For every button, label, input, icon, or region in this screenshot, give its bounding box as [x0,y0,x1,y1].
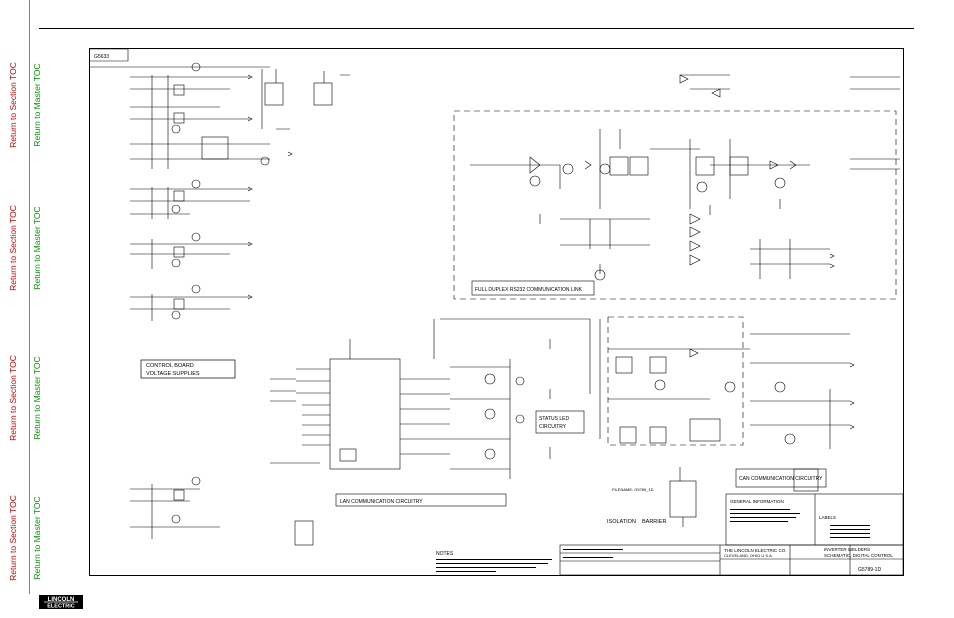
logo-line1: LINCOLN [48,597,75,603]
status-box-line1: STATUS LED [539,416,569,422]
supply-box-line1: CONTROL BOARD [146,363,194,369]
can-box-label: CAN COMMUNICATION CIRCUITRY [739,476,823,482]
return-to-section-toc-link-2[interactable]: Return to Section TOC [8,205,18,291]
sheet-ref: G5633 [94,54,109,60]
toc-sidebar: Return to Section TOC Return to Master T… [0,0,84,618]
subject-name: SCHEMATIC, DIGITAL CONTROL [824,553,893,558]
lan-box-label: LAN COMMUNICATION CIRCUITRY [340,499,423,505]
notes-title: NOTES [436,551,454,557]
barrier-label: BARRIER [642,519,666,525]
return-to-section-toc-link-4[interactable]: Return to Section TOC [8,495,18,581]
return-to-section-toc-link-3[interactable]: Return to Section TOC [8,355,18,441]
schematic-diagram: G5633 CONTROL BOARD VOLTAGE SUPPLIES FUL… [90,48,904,576]
status-box-line2: CIRCUITRY [539,424,567,430]
return-to-master-toc-link-4[interactable]: Return to Master TOC [32,496,42,580]
return-to-master-toc-link-2[interactable]: Return to Master TOC [32,206,42,290]
sidebar-divider [29,0,30,594]
company-city: CLEVELAND, OHIO U.S.A. [724,553,773,558]
supply-box-line2: VOLTAGE SUPPLIES [146,371,200,377]
lincoln-electric-logo[interactable]: LINCOLN ELECTRIC [38,593,84,611]
schematic-sheet: G5633 CONTROL BOARD VOLTAGE SUPPLIES FUL… [89,48,904,576]
return-to-master-toc-link-3[interactable]: Return to Master TOC [32,356,42,440]
labels-title: LABELS [819,515,836,520]
general-info-title: GENERAL INFORMATION [730,499,784,504]
isolation-label: ISOLATION [607,519,636,525]
rs232-box-label: FULL DUPLEX RS232 COMMUNICATION LINK [475,287,583,293]
header-rule [39,28,914,29]
return-to-section-toc-link-1[interactable]: Return to Section TOC [8,62,18,148]
drawing-number: G5789-1D [858,567,881,573]
logo-line2: ELECTRIC [47,604,75,610]
return-to-master-toc-link-1[interactable]: Return to Master TOC [32,63,42,147]
product-name: INVERTER WELDERS [824,547,870,552]
filename-label: FILENAME: G5789_1D [612,487,654,492]
company-name: THE LINCOLN ELECTRIC CO. [724,548,787,553]
